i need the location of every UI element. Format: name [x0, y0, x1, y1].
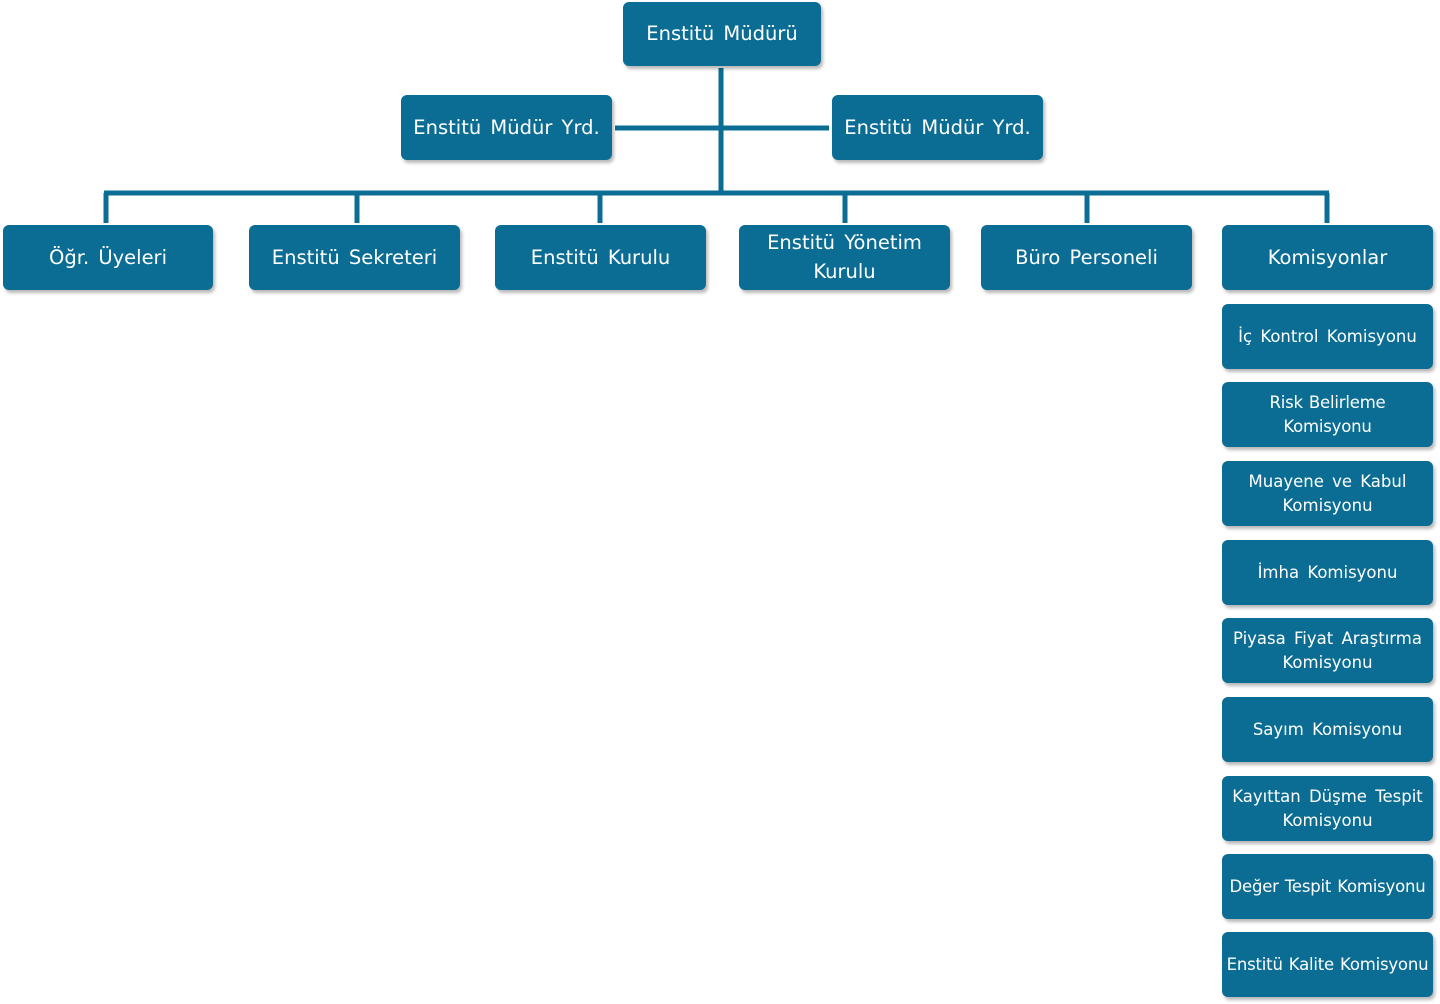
deputy-director-box: Enstitü Müdür Yrd. — [832, 95, 1043, 160]
commission-label: Kayıttan Düşme Tespit Komisyonu — [1232, 786, 1423, 830]
unit-label: Öğr. Üyeleri — [48, 245, 167, 269]
deputy-director-label: Enstitü Müdür Yrd. — [413, 115, 600, 139]
deputy-director-label: Enstitü Müdür Yrd. — [844, 115, 1031, 139]
commission-box: İmha Komisyonu — [1222, 540, 1433, 605]
unit-box-institute-executive-board: Enstitü Yönetim Kurulu — [739, 225, 950, 290]
commission-box: İç Kontrol Komisyonu — [1222, 304, 1433, 369]
commission-box: Muayene ve Kabul Komisyonu — [1222, 461, 1433, 526]
unit-box-institute-board: Enstitü Kurulu — [495, 225, 706, 290]
commission-label: Piyasa Fiyat Araştırma Komisyonu — [1233, 628, 1422, 672]
unit-box-institute-secretary: Enstitü Sekreteri — [249, 225, 460, 290]
commission-label: İmha Komisyonu — [1257, 562, 1398, 582]
unit-label: Büro Personeli — [1015, 245, 1158, 269]
commission-box: Değer Tespit Komisyonu — [1222, 854, 1433, 919]
commission-box: Sayım Komisyonu — [1222, 697, 1433, 762]
commission-box: Enstitü Kalite Komisyonu — [1222, 932, 1433, 997]
director-box: Enstitü Müdürü — [623, 2, 821, 66]
commission-box: Piyasa Fiyat Araştırma Komisyonu — [1222, 618, 1433, 683]
unit-label: Enstitü Kurulu — [530, 245, 671, 269]
commission-label: Risk Belirleme Komisyonu — [1269, 392, 1386, 436]
commission-label: Muayene ve Kabul Komisyonu — [1248, 471, 1407, 515]
commission-label: Değer Tespit Komisyonu — [1229, 876, 1426, 896]
commission-label: İç Kontrol Komisyonu — [1238, 326, 1417, 346]
unit-label: Komisyonlar — [1267, 245, 1388, 269]
unit-label: Enstitü Yönetim Kurulu — [767, 231, 922, 283]
unit-box-faculty-members: Öğr. Üyeleri — [3, 225, 213, 290]
unit-label: Enstitü Sekreteri — [271, 245, 438, 269]
commission-box: Risk Belirleme Komisyonu — [1222, 382, 1433, 447]
unit-box-commissions: Komisyonlar — [1222, 225, 1433, 290]
commission-label: Enstitü Kalite Komisyonu — [1226, 954, 1429, 974]
director-label: Enstitü Müdürü — [646, 22, 798, 46]
commission-box: Kayıttan Düşme Tespit Komisyonu — [1222, 776, 1433, 841]
commission-label: Sayım Komisyonu — [1252, 719, 1403, 739]
unit-box-office-staff: Büro Personeli — [981, 225, 1192, 290]
deputy-director-box: Enstitü Müdür Yrd. — [401, 95, 612, 160]
